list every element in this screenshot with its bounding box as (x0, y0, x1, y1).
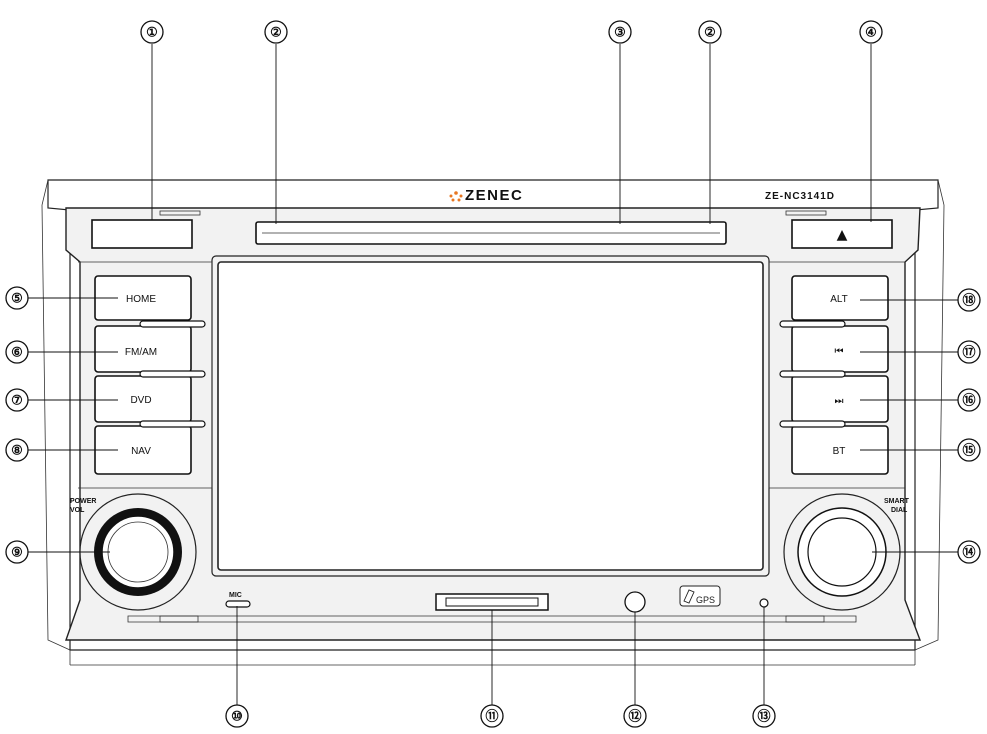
callout-8: ⑧ (5, 438, 29, 462)
gps-label: GPS (696, 595, 715, 605)
callout-2a: ② (264, 20, 288, 44)
svg-text:⑨: ⑨ (11, 545, 23, 560)
svg-text:⑭: ⑭ (962, 545, 975, 560)
previous-icon: ⏮ (835, 346, 844, 357)
top-left-panel[interactable] (91, 219, 193, 249)
svg-text:②: ② (704, 25, 716, 40)
callout-15: ⑮ (957, 438, 981, 462)
svg-text:⑮: ⑮ (962, 443, 975, 458)
eject-button[interactable] (791, 219, 893, 249)
left-button-frame (78, 261, 213, 489)
smart-dial-knob[interactable] (783, 493, 901, 611)
svg-text:⑤: ⑤ (11, 291, 23, 306)
power-label: POWER (70, 498, 96, 505)
left-divider-2 (139, 370, 206, 378)
svg-text:④: ④ (865, 25, 877, 40)
callout-12: ⑫ (623, 704, 647, 728)
mic-label: MIC (229, 592, 242, 599)
nav-label: NAV (131, 446, 151, 457)
left-divider-1 (139, 320, 206, 328)
callout-7: ⑦ (5, 388, 29, 412)
chassis-left-side (41, 179, 71, 651)
sd-card-slot[interactable] (435, 593, 549, 611)
reset-hole[interactable] (759, 598, 769, 608)
next-icon: ⏭ (835, 396, 844, 407)
svg-text:①: ① (146, 25, 158, 40)
callout-14: ⑭ (957, 540, 981, 564)
leader-lines (28, 44, 958, 705)
touch-screen[interactable] (217, 261, 764, 571)
svg-text:⑦: ⑦ (11, 393, 23, 408)
dial-label: DIAL (891, 507, 908, 514)
chassis-right-side (914, 179, 945, 651)
svg-text:⑫: ⑫ (628, 709, 641, 724)
alt-button[interactable] (791, 275, 889, 321)
right-divider-2 (779, 370, 846, 378)
bottom-strip-tab-left (159, 615, 199, 623)
callout-4: ④ (859, 20, 883, 44)
callouts: ① ② ③ ② ④ ⑤ ⑥ ⑦ ⑧ ⑨ ⑩ ⑪ ⑫ ⑬ ⑭ ⑮ ⑯ ⑰ ⑱ (5, 20, 981, 728)
bottom-strip-tab-right (785, 615, 825, 623)
svg-text:⑩: ⑩ (231, 709, 243, 724)
microphone (225, 600, 251, 608)
right-divider-1 (779, 320, 846, 328)
callout-16: ⑯ (957, 388, 981, 412)
gps-badge: GPS (679, 585, 721, 607)
power-volume-knob[interactable] (79, 493, 197, 611)
callout-13: ⑬ (752, 704, 776, 728)
callout-9: ⑨ (5, 540, 29, 564)
dvd-label: DVD (130, 395, 151, 406)
usb-port[interactable] (624, 591, 646, 613)
svg-text:③: ③ (614, 25, 626, 40)
callout-17: ⑰ (957, 340, 981, 364)
right-button-frame (768, 261, 905, 489)
right-divider-3 (779, 420, 846, 428)
svg-text:⑬: ⑬ (757, 709, 770, 724)
svg-text:⑥: ⑥ (11, 345, 23, 360)
bt-label: BT (833, 446, 846, 457)
svg-text:⑯: ⑯ (962, 393, 975, 408)
callout-18: ⑱ (957, 288, 981, 312)
alt-label: ALT (830, 294, 848, 305)
bottom-front-strip (127, 615, 857, 623)
vol-label: VOL (70, 507, 85, 514)
svg-text:⑪: ⑪ (485, 709, 498, 724)
model-text: ZE-NC3141D (765, 191, 835, 202)
brand-text: ZENEC (465, 187, 523, 204)
home-label: HOME (126, 294, 156, 305)
top-slot-strip-right (785, 210, 827, 216)
callout-6: ⑥ (5, 340, 29, 364)
callout-11: ⑪ (480, 704, 504, 728)
left-divider-3 (139, 420, 206, 428)
fm-am-label: FM/AM (125, 347, 157, 358)
top-slot-strip (159, 210, 201, 216)
callout-1: ① (140, 20, 164, 44)
smart-label: SMART (884, 498, 910, 505)
satellite-icon (683, 589, 695, 604)
logo-star-icon (449, 191, 463, 202)
callout-3: ③ (608, 20, 632, 44)
svg-text:②: ② (270, 25, 282, 40)
callout-5: ⑤ (5, 286, 29, 310)
callout-2b: ② (698, 20, 722, 44)
svg-text:⑱: ⑱ (962, 293, 975, 308)
svg-text:⑧: ⑧ (11, 443, 23, 458)
eject-icon: ▲ (837, 227, 848, 243)
zenec-logo: ZENEC (449, 187, 523, 204)
svg-text:⑰: ⑰ (962, 345, 975, 360)
callout-10: ⑩ (225, 704, 249, 728)
